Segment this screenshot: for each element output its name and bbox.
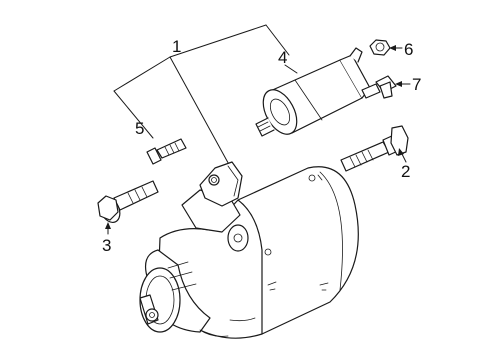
clip-7-part	[375, 75, 411, 99]
callout-3: 3	[102, 236, 111, 255]
callout-1: 1	[172, 37, 181, 56]
starter-motor-part	[139, 161, 359, 339]
bolt-3-part	[97, 180, 159, 235]
callout-6: 6	[404, 40, 413, 59]
leader-1	[113, 24, 290, 174]
callout-7: 7	[412, 75, 421, 94]
leader-4	[284, 64, 298, 74]
nut-6-part	[369, 39, 403, 56]
solenoid-part	[255, 47, 381, 137]
callout-5: 5	[135, 119, 144, 138]
screw-5-part	[146, 138, 187, 165]
callout-4: 4	[278, 48, 287, 67]
callout-2: 2	[401, 162, 410, 181]
bolt-2-part	[340, 125, 409, 172]
